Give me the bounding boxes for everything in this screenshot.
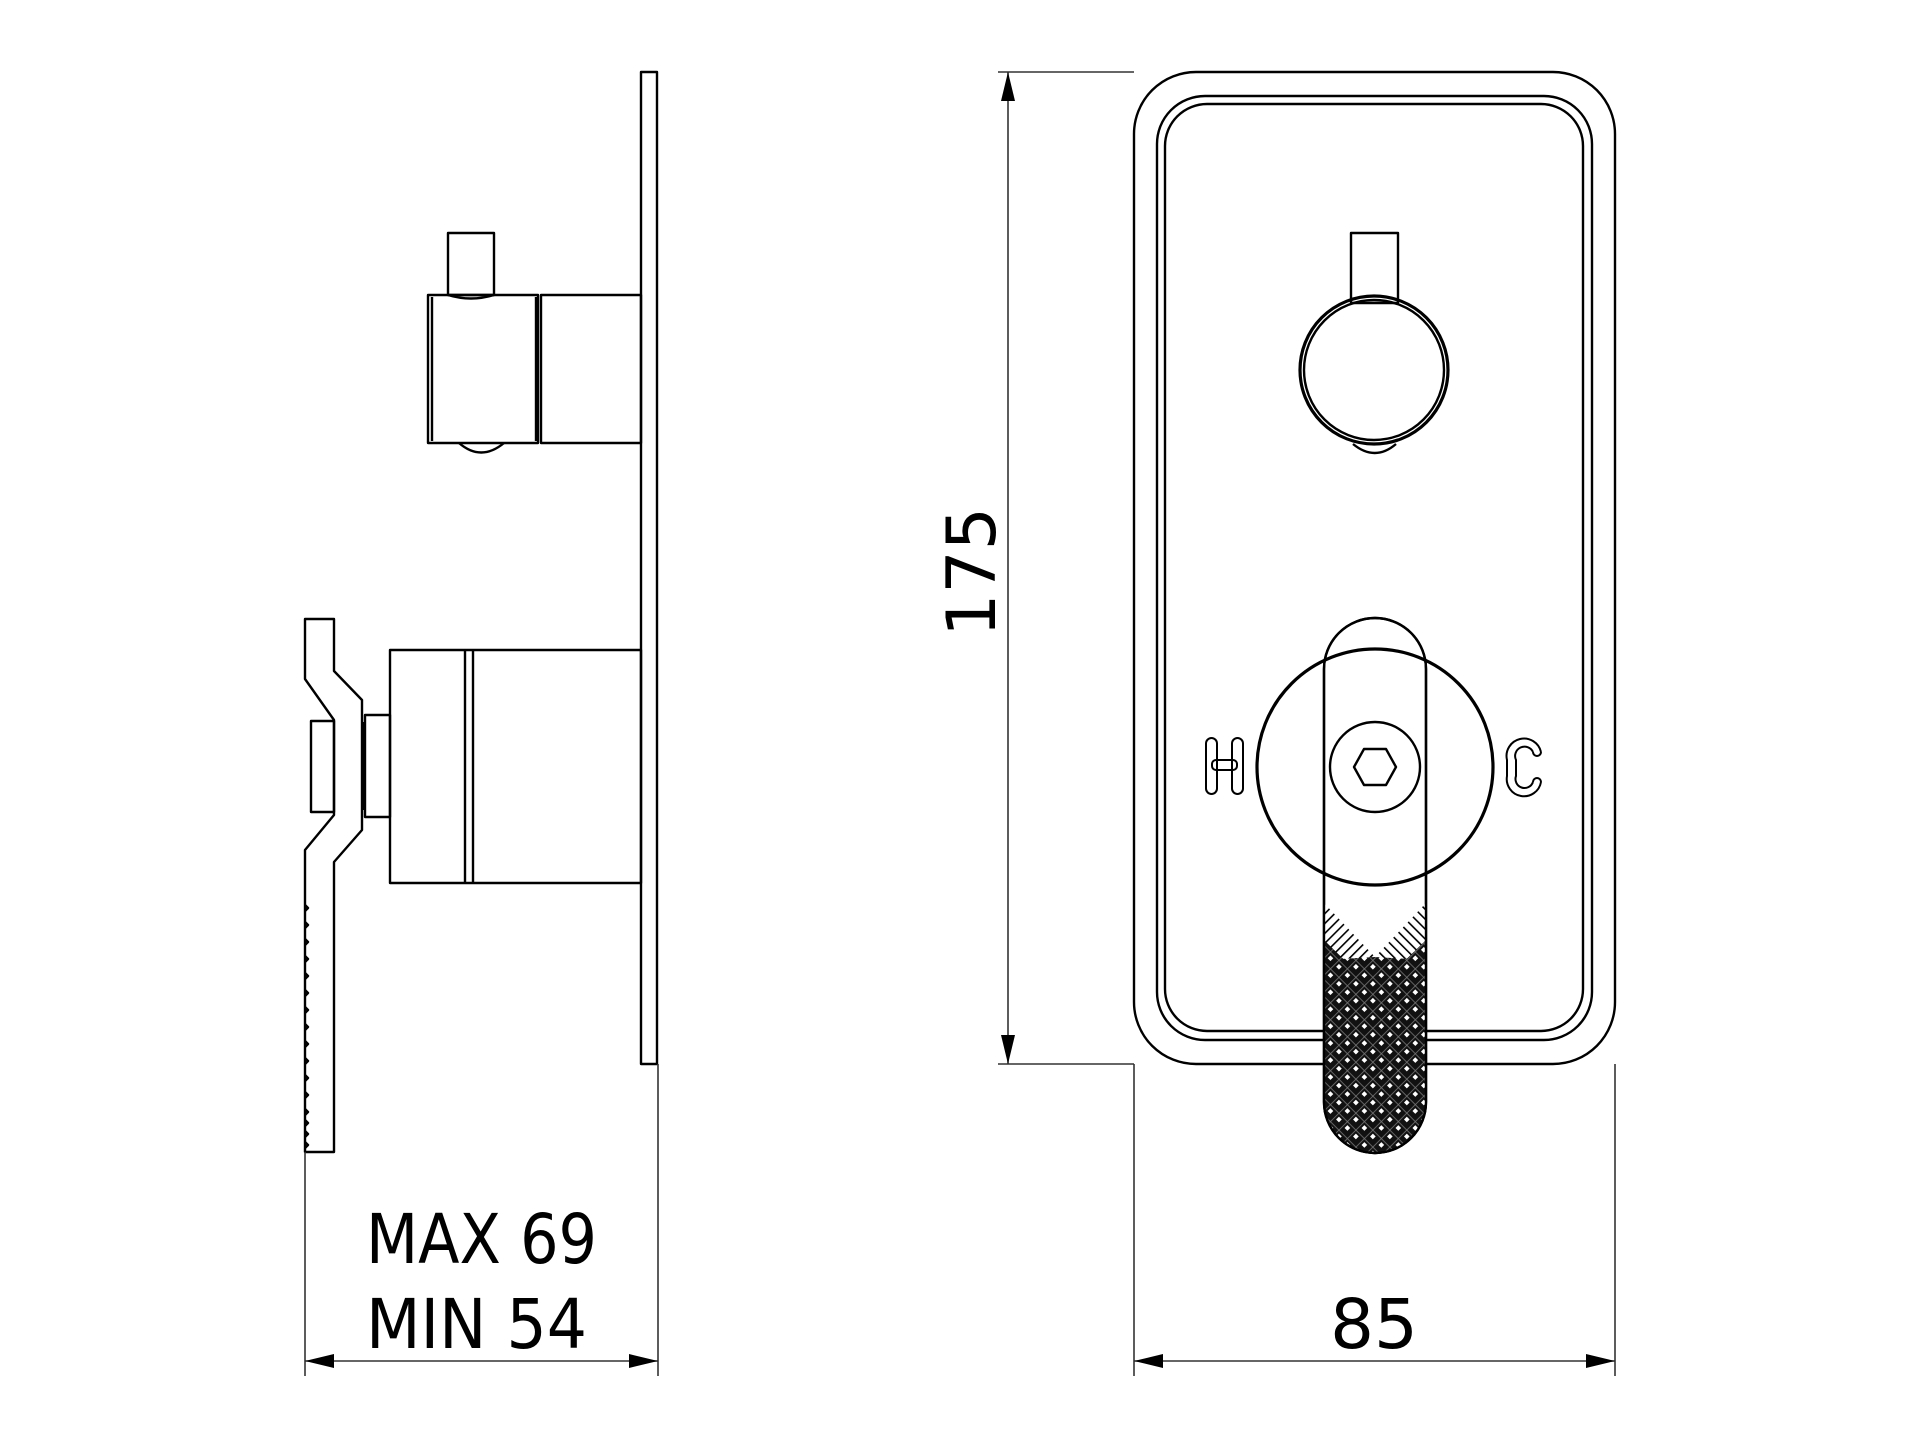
- front-mixer-hub: [1255, 647, 1495, 887]
- side-diverter-cap: [458, 442, 505, 454]
- hot-label: H: [0, 0, 1, 1]
- side-cartridge-assembly: [303, 617, 643, 1154]
- side-diverter-knob: [426, 293, 540, 445]
- height-dimension: 175: [933, 71, 1134, 1065]
- front-diverter-knob: [1298, 294, 1450, 446]
- side-diverter-body: [539, 293, 643, 445]
- front-mixer-lever: [1322, 616, 1428, 1155]
- side-wall-plate: [639, 70, 659, 1066]
- front-lever-screw-cover: [1328, 720, 1422, 814]
- hex-socket-icon: [1352, 747, 1398, 787]
- side-lever-knurl: [304, 904, 310, 1149]
- side-diverter-stem: [446, 231, 496, 297]
- side-spindle: [363, 713, 392, 819]
- side-cartridge-body: [388, 648, 643, 885]
- front-view: H C: [0, 0, 1617, 1376]
- front-diverter-cap: [1352, 443, 1397, 455]
- width-label: 85: [1330, 1285, 1418, 1365]
- side-lever-insert: [309, 719, 336, 814]
- side-lever-profile: [303, 617, 364, 1154]
- front-cover-plate-bevel: [1155, 94, 1594, 1042]
- front-cover-plate-inner: [1163, 102, 1585, 1033]
- depth-dimension: MAX 69 MIN 54: [304, 1064, 659, 1376]
- front-diverter-assembly: [1298, 231, 1450, 455]
- cold-label: C: [0, 0, 1, 1]
- side-diverter-assembly: [426, 231, 643, 454]
- depth-min-label: MIN 54: [366, 1285, 587, 1365]
- height-label: 175: [933, 507, 1012, 637]
- cold-marking: C: [0, 0, 1542, 798]
- depth-max-label: MAX 69: [366, 1200, 597, 1280]
- hot-marking: H: [0, 0, 1244, 795]
- side-view: MAX 69 MIN 54: [303, 70, 659, 1376]
- front-diverter-stem: [1349, 231, 1400, 305]
- width-dimension: 85: [1133, 1064, 1616, 1376]
- front-cover-plate-outer: [1132, 70, 1617, 1066]
